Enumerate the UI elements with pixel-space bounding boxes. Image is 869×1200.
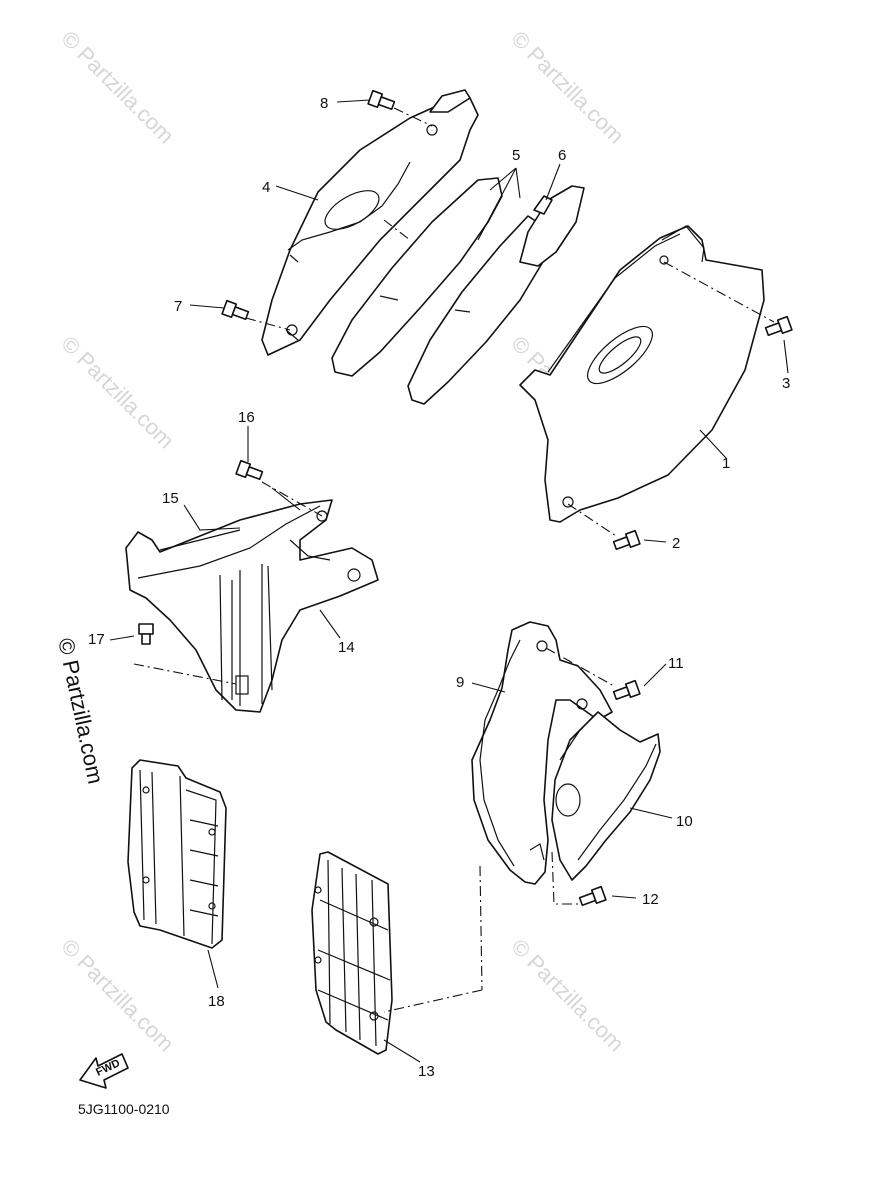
part-9-radiator-scoop xyxy=(471,621,613,885)
callout-2: 2 xyxy=(672,535,680,552)
watermark: © Partzilla.com xyxy=(506,934,629,1057)
callout-12: 12 xyxy=(642,891,659,908)
part-6-decal xyxy=(519,185,585,267)
bolt-2 xyxy=(612,529,641,551)
part-5-side-decal-set xyxy=(331,177,547,405)
bolt-group xyxy=(138,89,793,907)
callout-17: 17 xyxy=(88,631,105,648)
watermark: © Partzilla.com xyxy=(56,26,179,149)
callout-15: 15 xyxy=(162,490,179,507)
callout-11: 11 xyxy=(668,655,684,672)
callout-13: 13 xyxy=(418,1063,435,1080)
part-4-side-cover-left xyxy=(261,89,479,356)
bolt-11 xyxy=(612,679,641,701)
callout-5: 5 xyxy=(512,147,520,164)
callout-16: 16 xyxy=(238,409,255,426)
part-10-radiator-scoop xyxy=(551,711,661,881)
watermark: © Partzilla.com xyxy=(56,331,179,454)
part-15-14-radiator-cover xyxy=(125,499,379,713)
part-1-side-cover-right xyxy=(519,225,765,523)
part-18-radiator-guard xyxy=(127,759,227,949)
callout-7: 7 xyxy=(174,298,182,315)
bolt-3 xyxy=(764,315,793,337)
bolt-7 xyxy=(221,299,250,321)
callout-labels: 1 2 3 4 5 6 7 8 9 10 11 12 13 14 15 16 1… xyxy=(88,95,790,1080)
alignment-lines xyxy=(133,107,775,1013)
bolt-16 xyxy=(235,459,264,481)
callout-4: 4 xyxy=(262,179,270,196)
watermark: © Partzilla.com xyxy=(506,26,629,149)
callout-10: 10 xyxy=(676,813,693,830)
callout-8: 8 xyxy=(320,95,328,112)
callout-3: 3 xyxy=(782,375,790,392)
diagram-code: 5JG1100-0210 xyxy=(78,1101,170,1117)
callout-14: 14 xyxy=(338,639,355,656)
bolt-8 xyxy=(367,89,396,111)
callout-18: 18 xyxy=(208,993,225,1010)
callout-6: 6 xyxy=(558,147,566,164)
bolt-17 xyxy=(138,623,154,645)
leader-lines xyxy=(109,99,789,1063)
callout-1: 1 xyxy=(722,455,730,472)
fwd-arrow-icon: FWD xyxy=(79,1053,129,1089)
callout-9: 9 xyxy=(456,674,464,691)
part-13-radiator-guard xyxy=(311,851,393,1055)
bolt-12 xyxy=(578,885,607,907)
side-watermark: © Partzilla.com xyxy=(53,636,108,786)
watermark: © Partzilla.com xyxy=(56,934,179,1057)
